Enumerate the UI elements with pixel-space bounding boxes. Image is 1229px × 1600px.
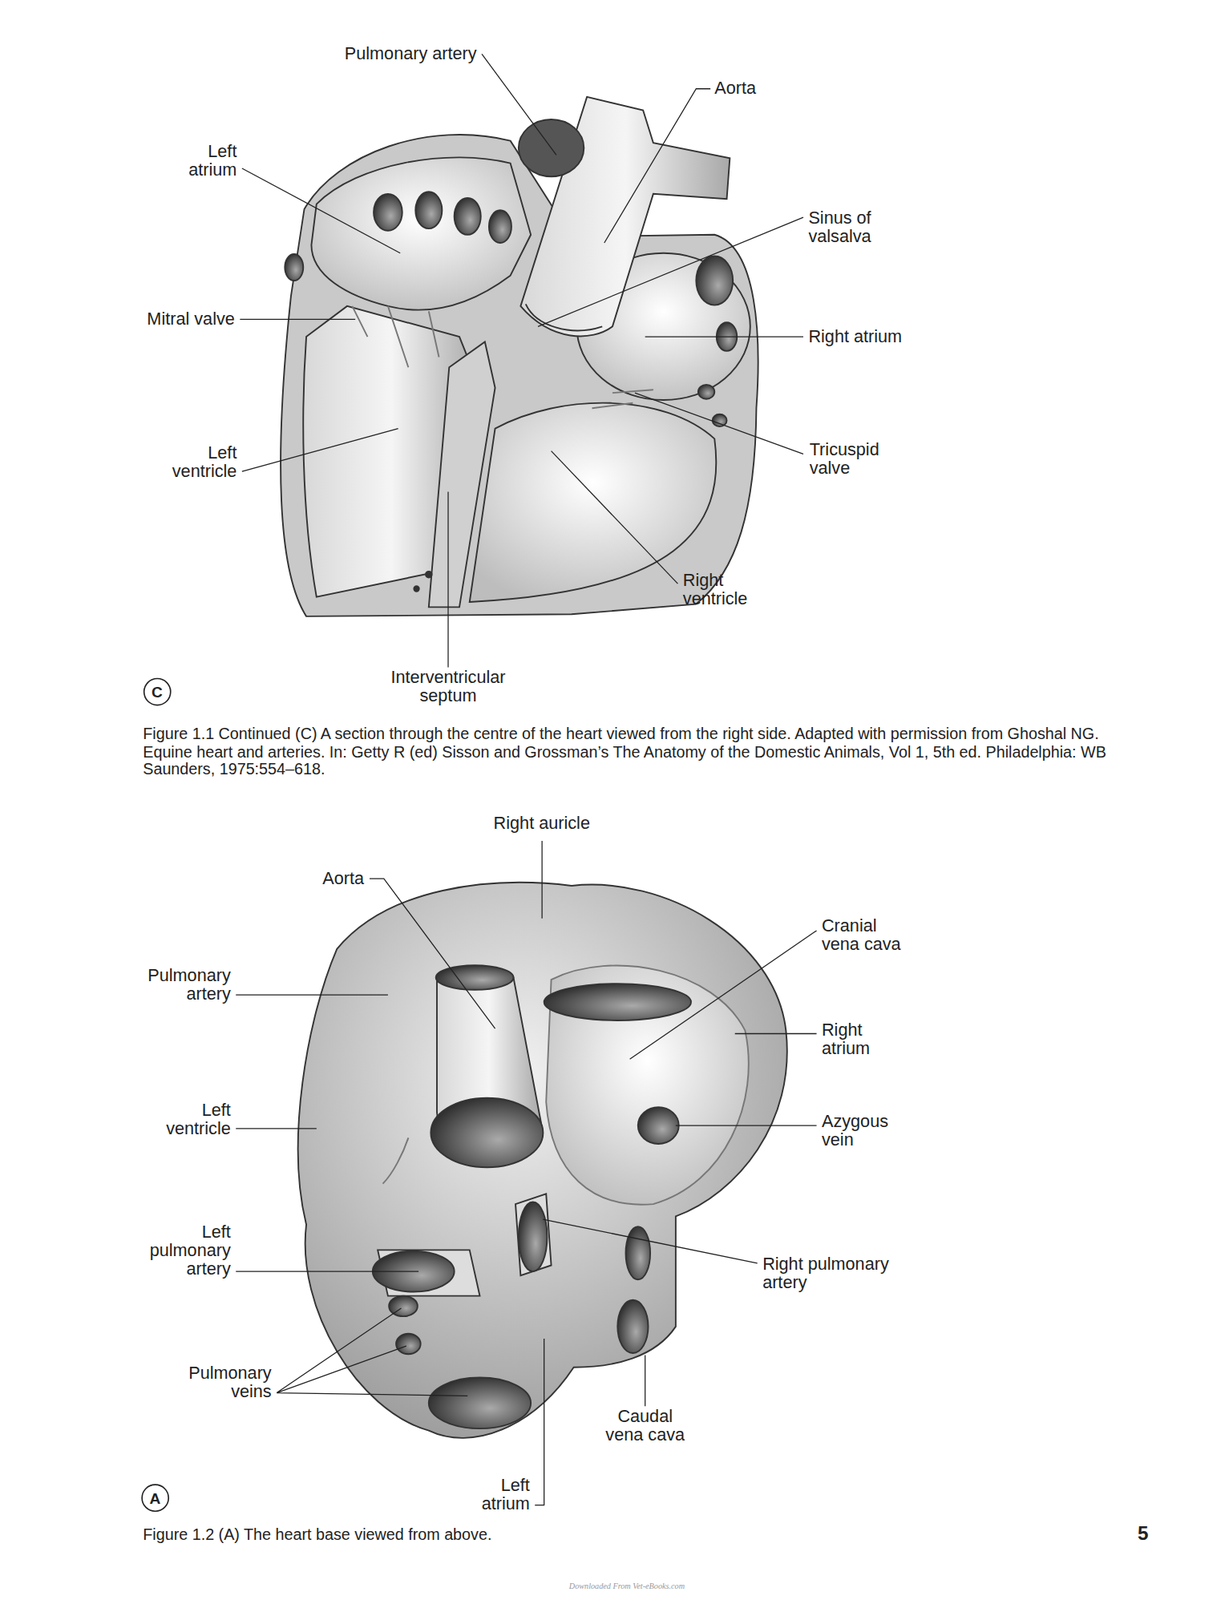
part-label: Left pulmonary artery (146, 1224, 231, 1280)
part-label: Left ventricle (163, 1101, 231, 1139)
figure-caption: Figure 1.1 Continued (C) A section throu… (142, 724, 1118, 779)
figure-caption: Figure 1.2 (A) The heart base viewed fro… (142, 1526, 492, 1544)
part-label: Aorta (322, 869, 364, 889)
part-label: Interventricular septum (389, 668, 507, 706)
panel-letter: C (151, 683, 163, 700)
part-label: Right atrium (821, 1022, 874, 1060)
part-label: Tricuspid valve (809, 440, 882, 478)
part-label: Azygous vein (821, 1112, 892, 1150)
part-label: Right ventricle (683, 571, 751, 609)
part-label: Pulmonary artery (145, 966, 231, 1004)
part-label: Pulmonary veins (185, 1364, 272, 1402)
part-label: Mitral valve (146, 310, 235, 329)
part-label: Left atrium (478, 1476, 530, 1514)
part-label: Right atrium (808, 327, 902, 347)
page-number: 5 (1137, 1524, 1149, 1545)
part-label: Left ventricle (169, 444, 237, 482)
part-label: Left atrium (185, 142, 238, 180)
part-label: Caudal vena cava (604, 1407, 687, 1445)
watermark: Downloaded From Vet-eBooks.com (569, 1581, 685, 1591)
part-label: Sinus of valsalva (808, 209, 874, 247)
part-label: Right pulmonary artery (762, 1255, 891, 1293)
part-label: Cranial vena cava (821, 917, 904, 955)
panel-letter: A (149, 1490, 162, 1507)
part-label: Pulmonary artery (342, 44, 478, 64)
part-label: Aorta (714, 79, 756, 98)
part-label: Right auricle (493, 814, 591, 833)
